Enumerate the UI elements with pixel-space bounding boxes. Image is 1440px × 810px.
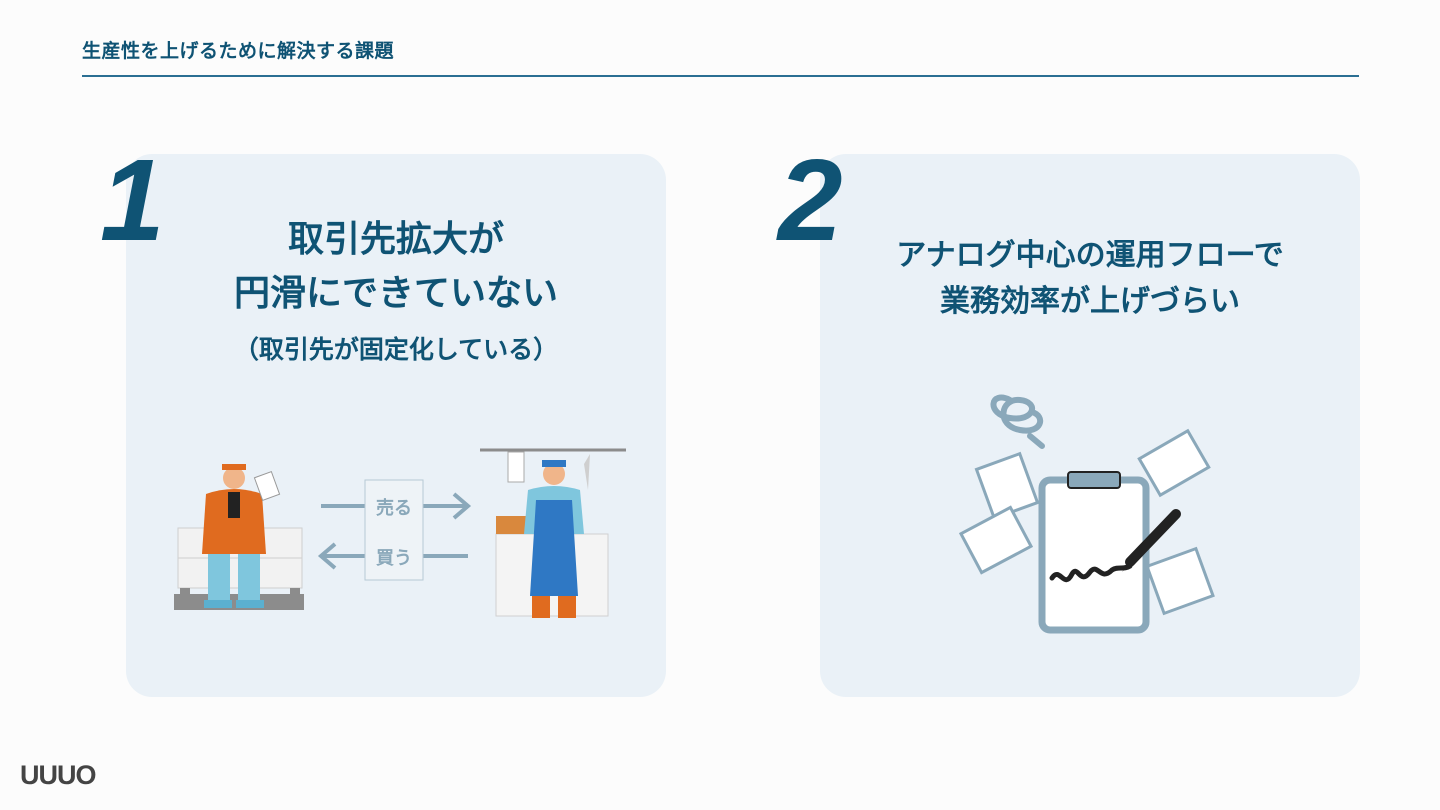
buy-label: 買う xyxy=(376,548,412,569)
scribble-icon xyxy=(990,394,1045,449)
pen-icon xyxy=(1122,509,1181,572)
card-1-heading-line2: 円滑にできていない xyxy=(233,273,558,314)
paper-sheet-icon xyxy=(958,428,1215,616)
company-logo: UUUO xyxy=(20,760,96,790)
issue-card-2: アナログ中心の運用フローで 業務効率が上げづらい xyxy=(820,154,1360,697)
card-2-number: 2 xyxy=(778,135,843,265)
sell-label: 売る xyxy=(376,497,412,519)
card-1-subheading: （取引先が固定化している） xyxy=(233,335,559,364)
clipboard-icon xyxy=(1038,471,1150,634)
page-title: 生産性を上げるために解決する課題 xyxy=(82,40,395,62)
issue-card-1: 取引先拡大が 円滑にできていない （取引先が固定化している） xyxy=(126,154,666,697)
card-1-number: 1 xyxy=(100,135,165,265)
card-2-heading-line1: アナログ中心の運用フローで xyxy=(896,238,1284,273)
seller-person-icon xyxy=(202,464,281,608)
buyer-person-icon xyxy=(524,454,590,618)
trade-illustration: 売る 買う xyxy=(174,448,626,618)
clipboard-illustration xyxy=(958,394,1215,634)
card-2-heading-line2: 業務効率が上げづらい xyxy=(940,284,1240,319)
title-divider xyxy=(82,75,1359,77)
card-1-heading-line1: 取引先拡大が xyxy=(287,219,504,260)
